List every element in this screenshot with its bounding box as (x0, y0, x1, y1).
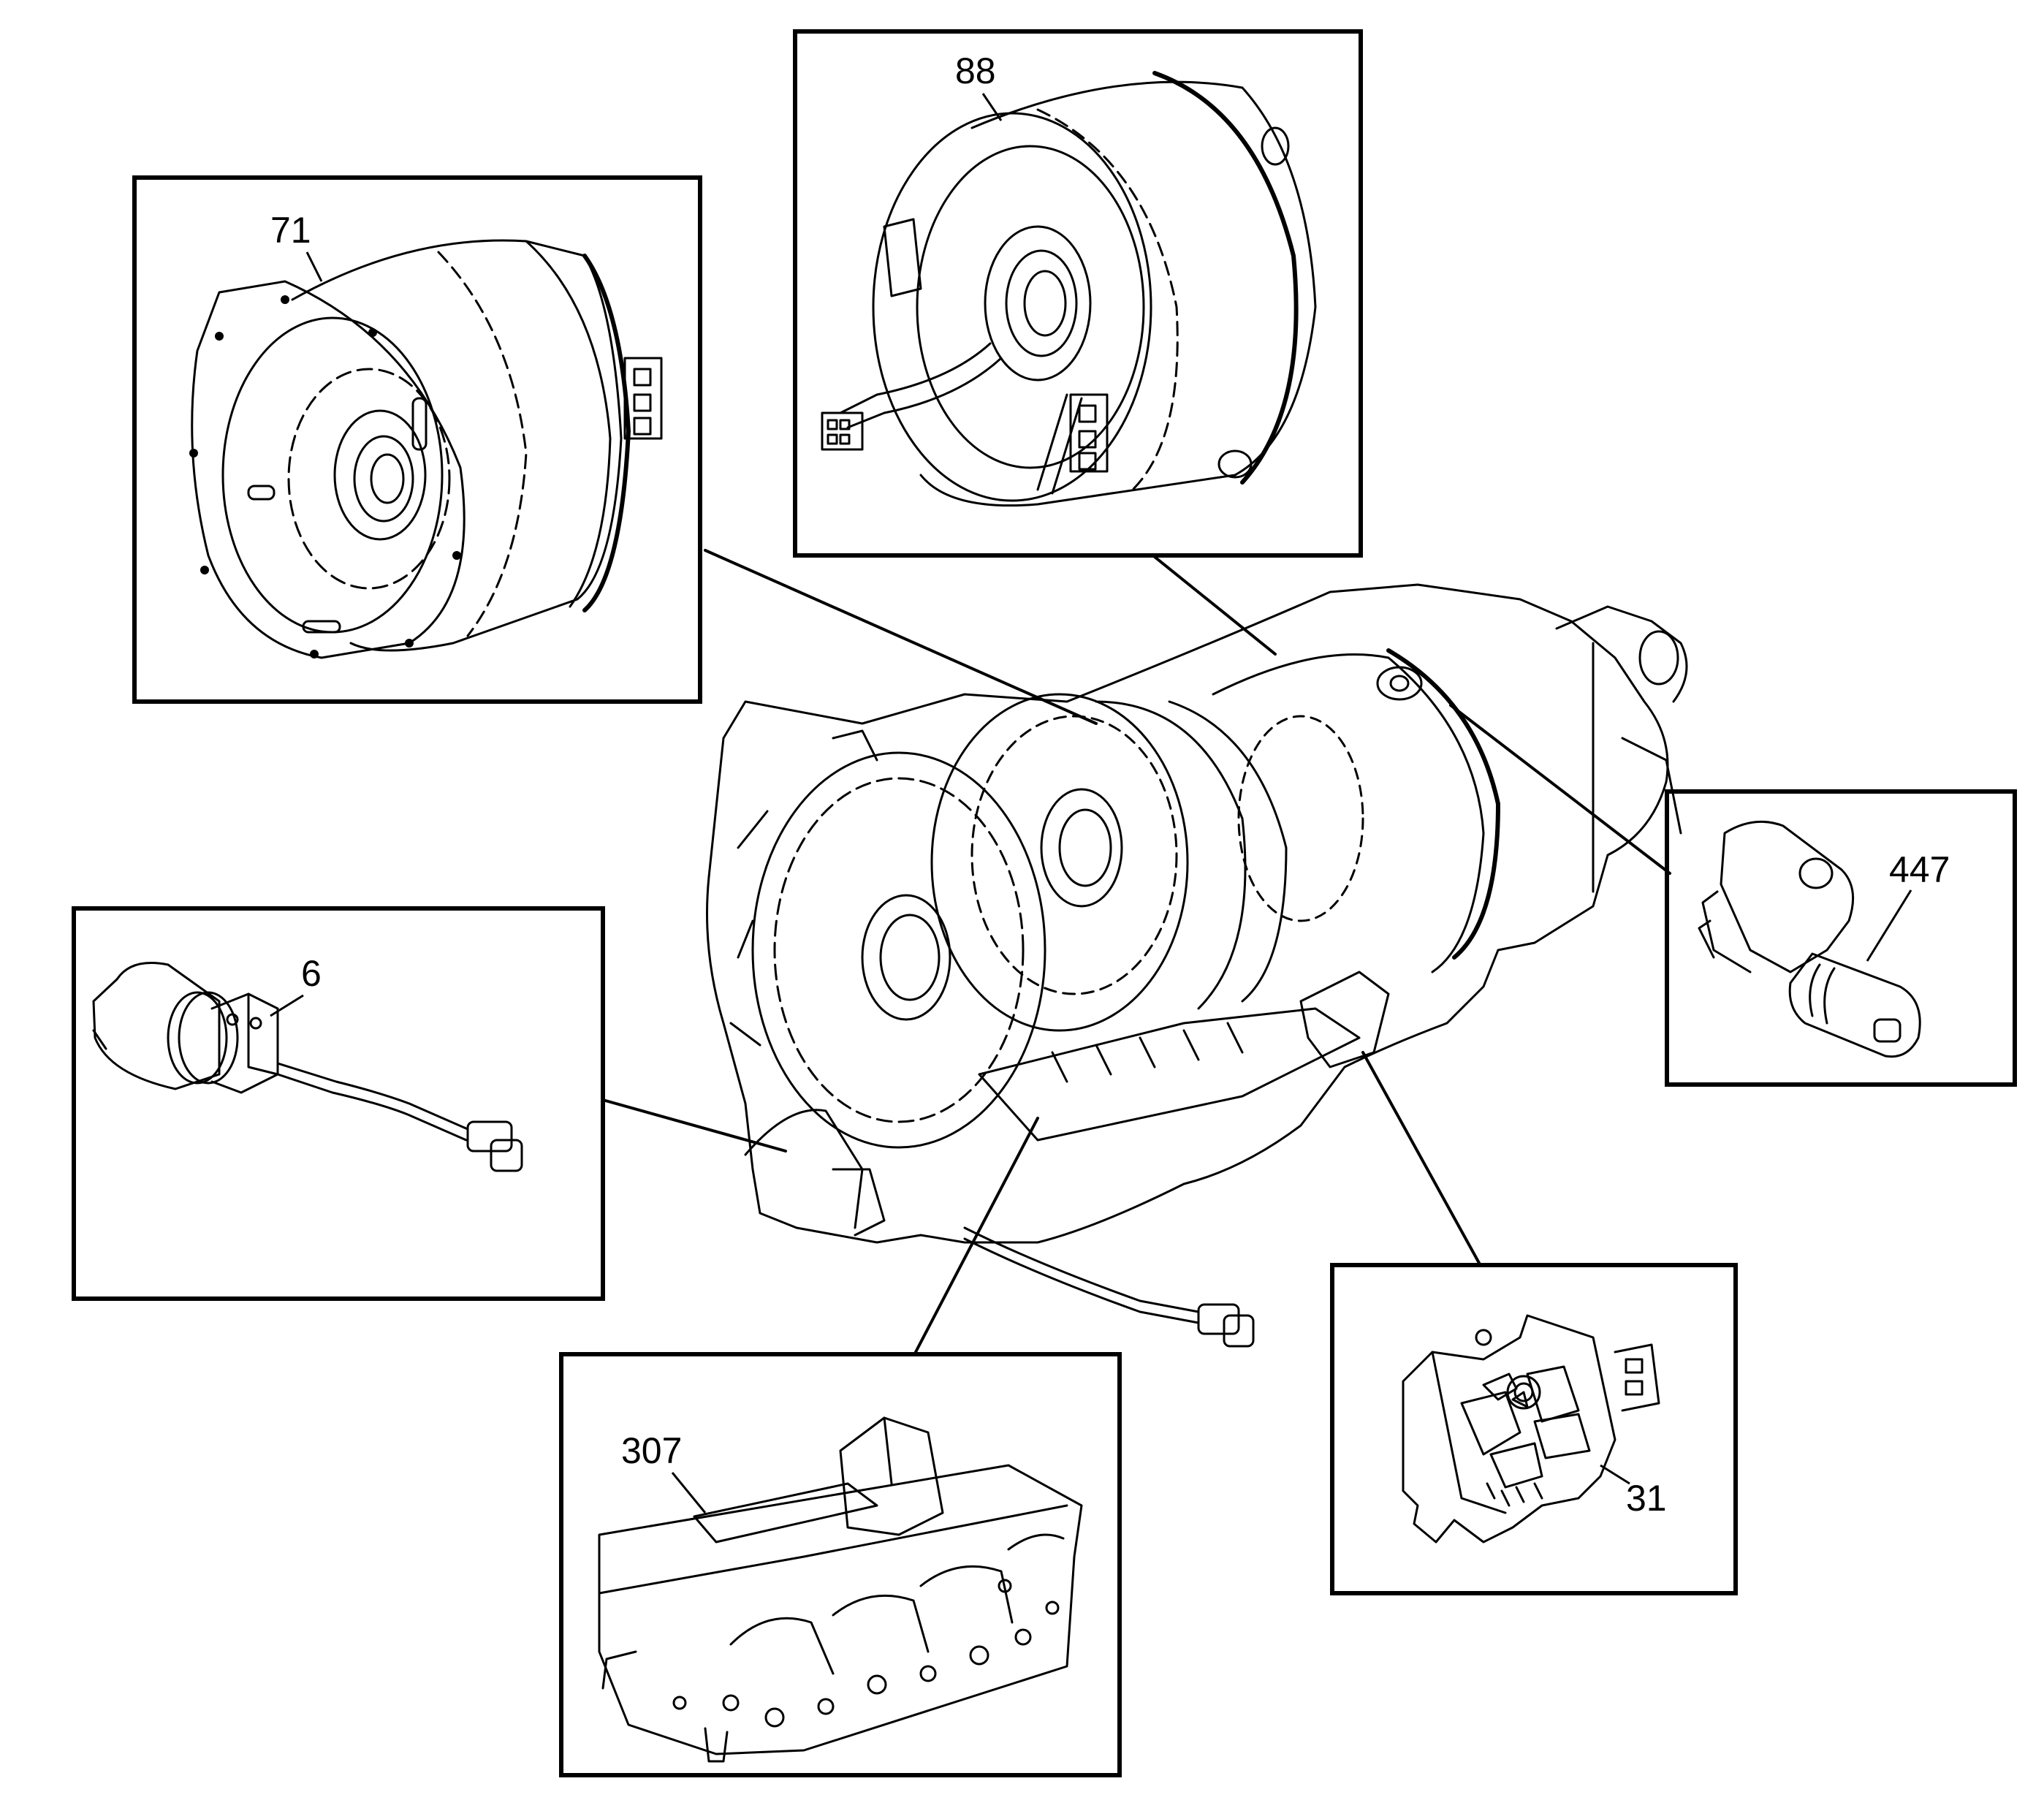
valve-body-control-307-drawing (598, 1416, 1083, 1763)
electric-motor-71-drawing (189, 239, 663, 659)
callout-447: 447 (1889, 849, 1950, 890)
callout-31: 31 (1626, 1478, 1667, 1519)
inset-frame-6 (72, 906, 605, 1301)
inset-frame-71 (132, 175, 702, 704)
speed-sensor-447-drawing (1698, 820, 1921, 1058)
callout-88: 88 (955, 50, 996, 91)
leader-lines (601, 549, 1671, 1353)
callout-71: 71 (270, 210, 311, 251)
transmission-assembly-drawing (706, 583, 1688, 1348)
inset-frame-447 (1665, 789, 2017, 1087)
inset-frame-307 (559, 1352, 1122, 1777)
electric-motor-88-drawing (821, 71, 1317, 507)
callout-307: 307 (621, 1430, 683, 1471)
callout-6: 6 (301, 953, 322, 994)
solenoid-harness-6-drawing (92, 962, 523, 1172)
bracket-31-drawing (1402, 1314, 1660, 1544)
inset-frame-31 (1330, 1263, 1738, 1595)
inset-frame-88 (793, 29, 1363, 558)
